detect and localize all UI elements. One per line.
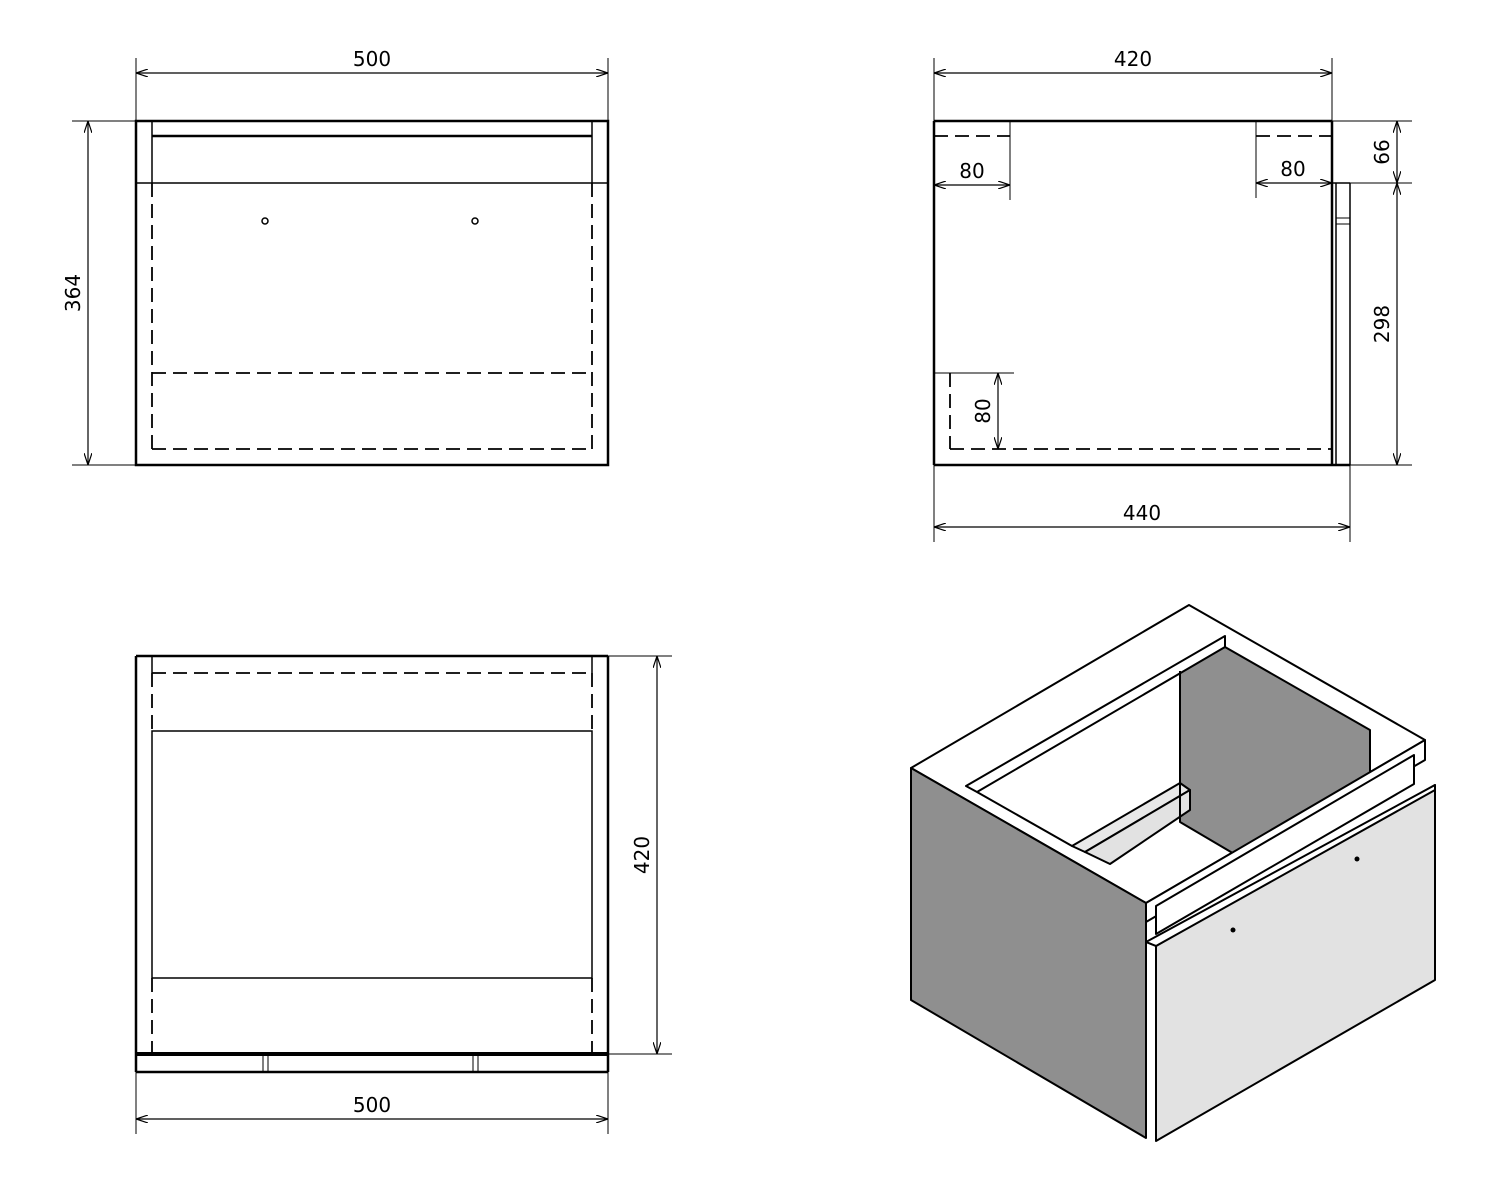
front-height-dimension: 364: [61, 120, 136, 466]
top-width-label: 500: [353, 1093, 391, 1117]
iso-drawer-top-gap: [1155, 754, 1415, 935]
side-depth-dimension: 420: [933, 47, 1333, 121]
side-bottom-notch-label: 80: [971, 398, 995, 423]
side-total-depth-dimension: 440: [933, 465, 1351, 542]
front-height-label: 364: [61, 274, 85, 312]
side-total-depth-label: 440: [1123, 501, 1161, 525]
side-view: 80 80 80 420 440: [932, 47, 1412, 542]
mount-hole: [1354, 856, 1360, 862]
side-left-notch-label: 80: [959, 159, 984, 183]
side-left-notch-dimension: 80: [934, 121, 1011, 200]
side-top-height-label: 66: [1370, 139, 1394, 164]
isometric-view: [910, 604, 1436, 1142]
side-right-notch-label: 80: [1280, 157, 1305, 181]
front-width-label: 500: [353, 47, 391, 71]
mount-hole: [1230, 927, 1236, 933]
side-depth-label: 420: [1114, 47, 1152, 71]
side-right-notch-dimension: 80: [1255, 121, 1332, 198]
top-depth-label: 420: [630, 836, 654, 874]
front-view: 500 364: [61, 47, 610, 467]
iso-inner-floor: [1084, 789, 1191, 865]
mount-hole: [261, 217, 269, 225]
side-height-dimensions: 66 298: [1332, 120, 1412, 466]
top-depth-dimension: 420: [608, 655, 672, 1055]
top-width-dimension: 500: [135, 1072, 609, 1134]
top-view: 500 420: [134, 654, 672, 1134]
front-width-dimension: 500: [135, 47, 609, 121]
mount-hole: [471, 217, 479, 225]
side-bottom-notch-dimension: 80: [934, 372, 1014, 449]
side-lower-height-label: 298: [1370, 305, 1394, 343]
iso-rim-left: [965, 635, 1226, 793]
